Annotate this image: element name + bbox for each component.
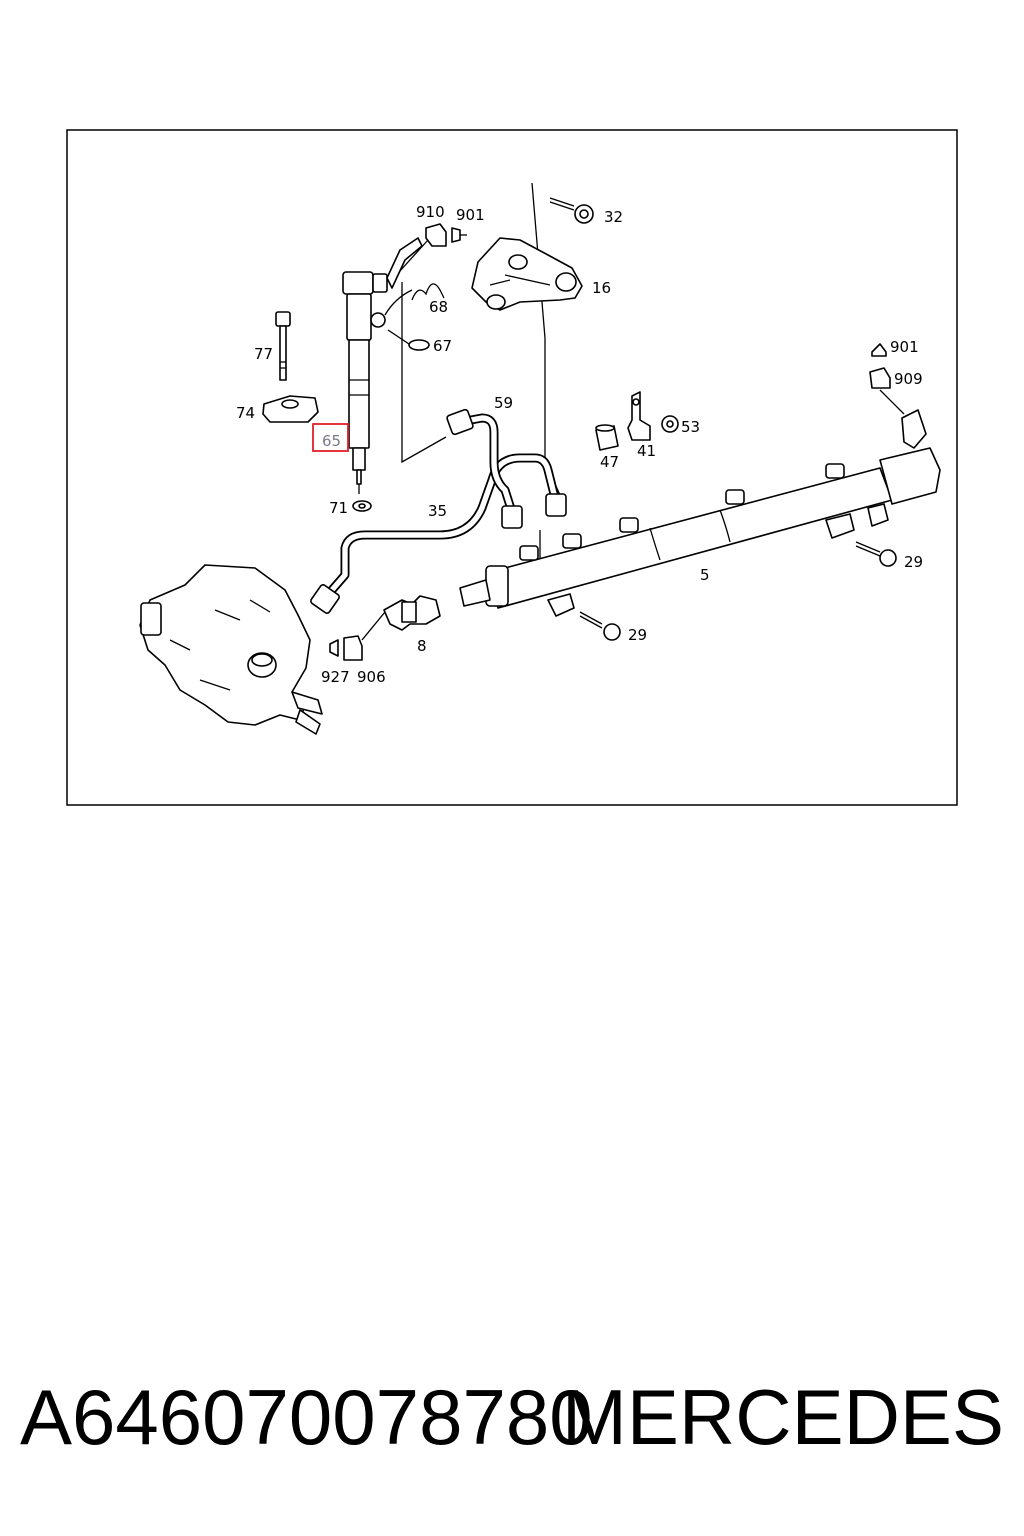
clip-68 — [411, 283, 445, 301]
label-8: 8 — [417, 637, 427, 655]
seal-901-top — [451, 227, 467, 243]
label-65: 65 — [322, 432, 341, 450]
part-labels: 910 901 32 16 68 67 77 74 65 59 71 35 47… — [236, 203, 923, 686]
label-906: 906 — [357, 668, 386, 686]
label-5: 5 — [700, 566, 710, 584]
label-910: 910 — [416, 203, 445, 221]
label-909: 909 — [894, 370, 923, 388]
regulator-909 — [869, 367, 927, 449]
seal-901-right — [871, 343, 887, 357]
part-number: A646070078780 — [20, 1373, 593, 1461]
fuel-injector-65 — [342, 237, 423, 494]
holder-41 — [627, 391, 651, 441]
label-47: 47 — [600, 453, 619, 471]
connector-906 — [343, 635, 363, 661]
bolt-32 — [549, 197, 594, 224]
leader-68 — [384, 289, 413, 316]
label-68: 68 — [429, 298, 448, 316]
label-16: 16 — [592, 279, 611, 297]
label-901-top: 901 — [456, 206, 485, 224]
seal-927 — [329, 639, 339, 657]
bolt-29-right — [855, 541, 897, 567]
label-35: 35 — [428, 502, 447, 520]
sleeve-47 — [595, 424, 619, 451]
label-77: 77 — [254, 345, 273, 363]
brand-name: MERCEDES — [561, 1373, 1004, 1461]
pressure-sensor-8 — [383, 595, 441, 631]
fuel-pipe-59 — [446, 408, 523, 529]
connector-910 — [425, 223, 447, 247]
label-67: 67 — [433, 337, 452, 355]
bolt-77 — [275, 311, 291, 381]
label-901-right: 901 — [890, 338, 919, 356]
label-53: 53 — [681, 418, 700, 436]
diagram-frame — [66, 129, 958, 806]
label-71: 71 — [329, 499, 348, 517]
label-927: 927 — [321, 668, 350, 686]
fuel-rail-5 — [459, 447, 941, 617]
label-59: 59 — [494, 394, 513, 412]
washer-71-hole — [358, 503, 366, 509]
label-41: 41 — [637, 442, 656, 460]
label-74: 74 — [236, 404, 255, 422]
seal-ring-67 — [408, 339, 430, 351]
clamp-74 — [262, 395, 319, 423]
label-29-bottom: 29 — [628, 626, 647, 644]
nut-53 — [661, 415, 679, 433]
high-pressure-pump — [139, 564, 323, 735]
bracket-16 — [471, 237, 583, 311]
footer: A646070078780 MERCEDES — [0, 1372, 1024, 1482]
fuel-pipe-35 — [310, 453, 567, 614]
highlight-box-65 — [312, 423, 349, 452]
bolt-29-bottom — [579, 611, 621, 641]
label-29-right: 29 — [904, 553, 923, 571]
label-32: 32 — [604, 208, 623, 226]
